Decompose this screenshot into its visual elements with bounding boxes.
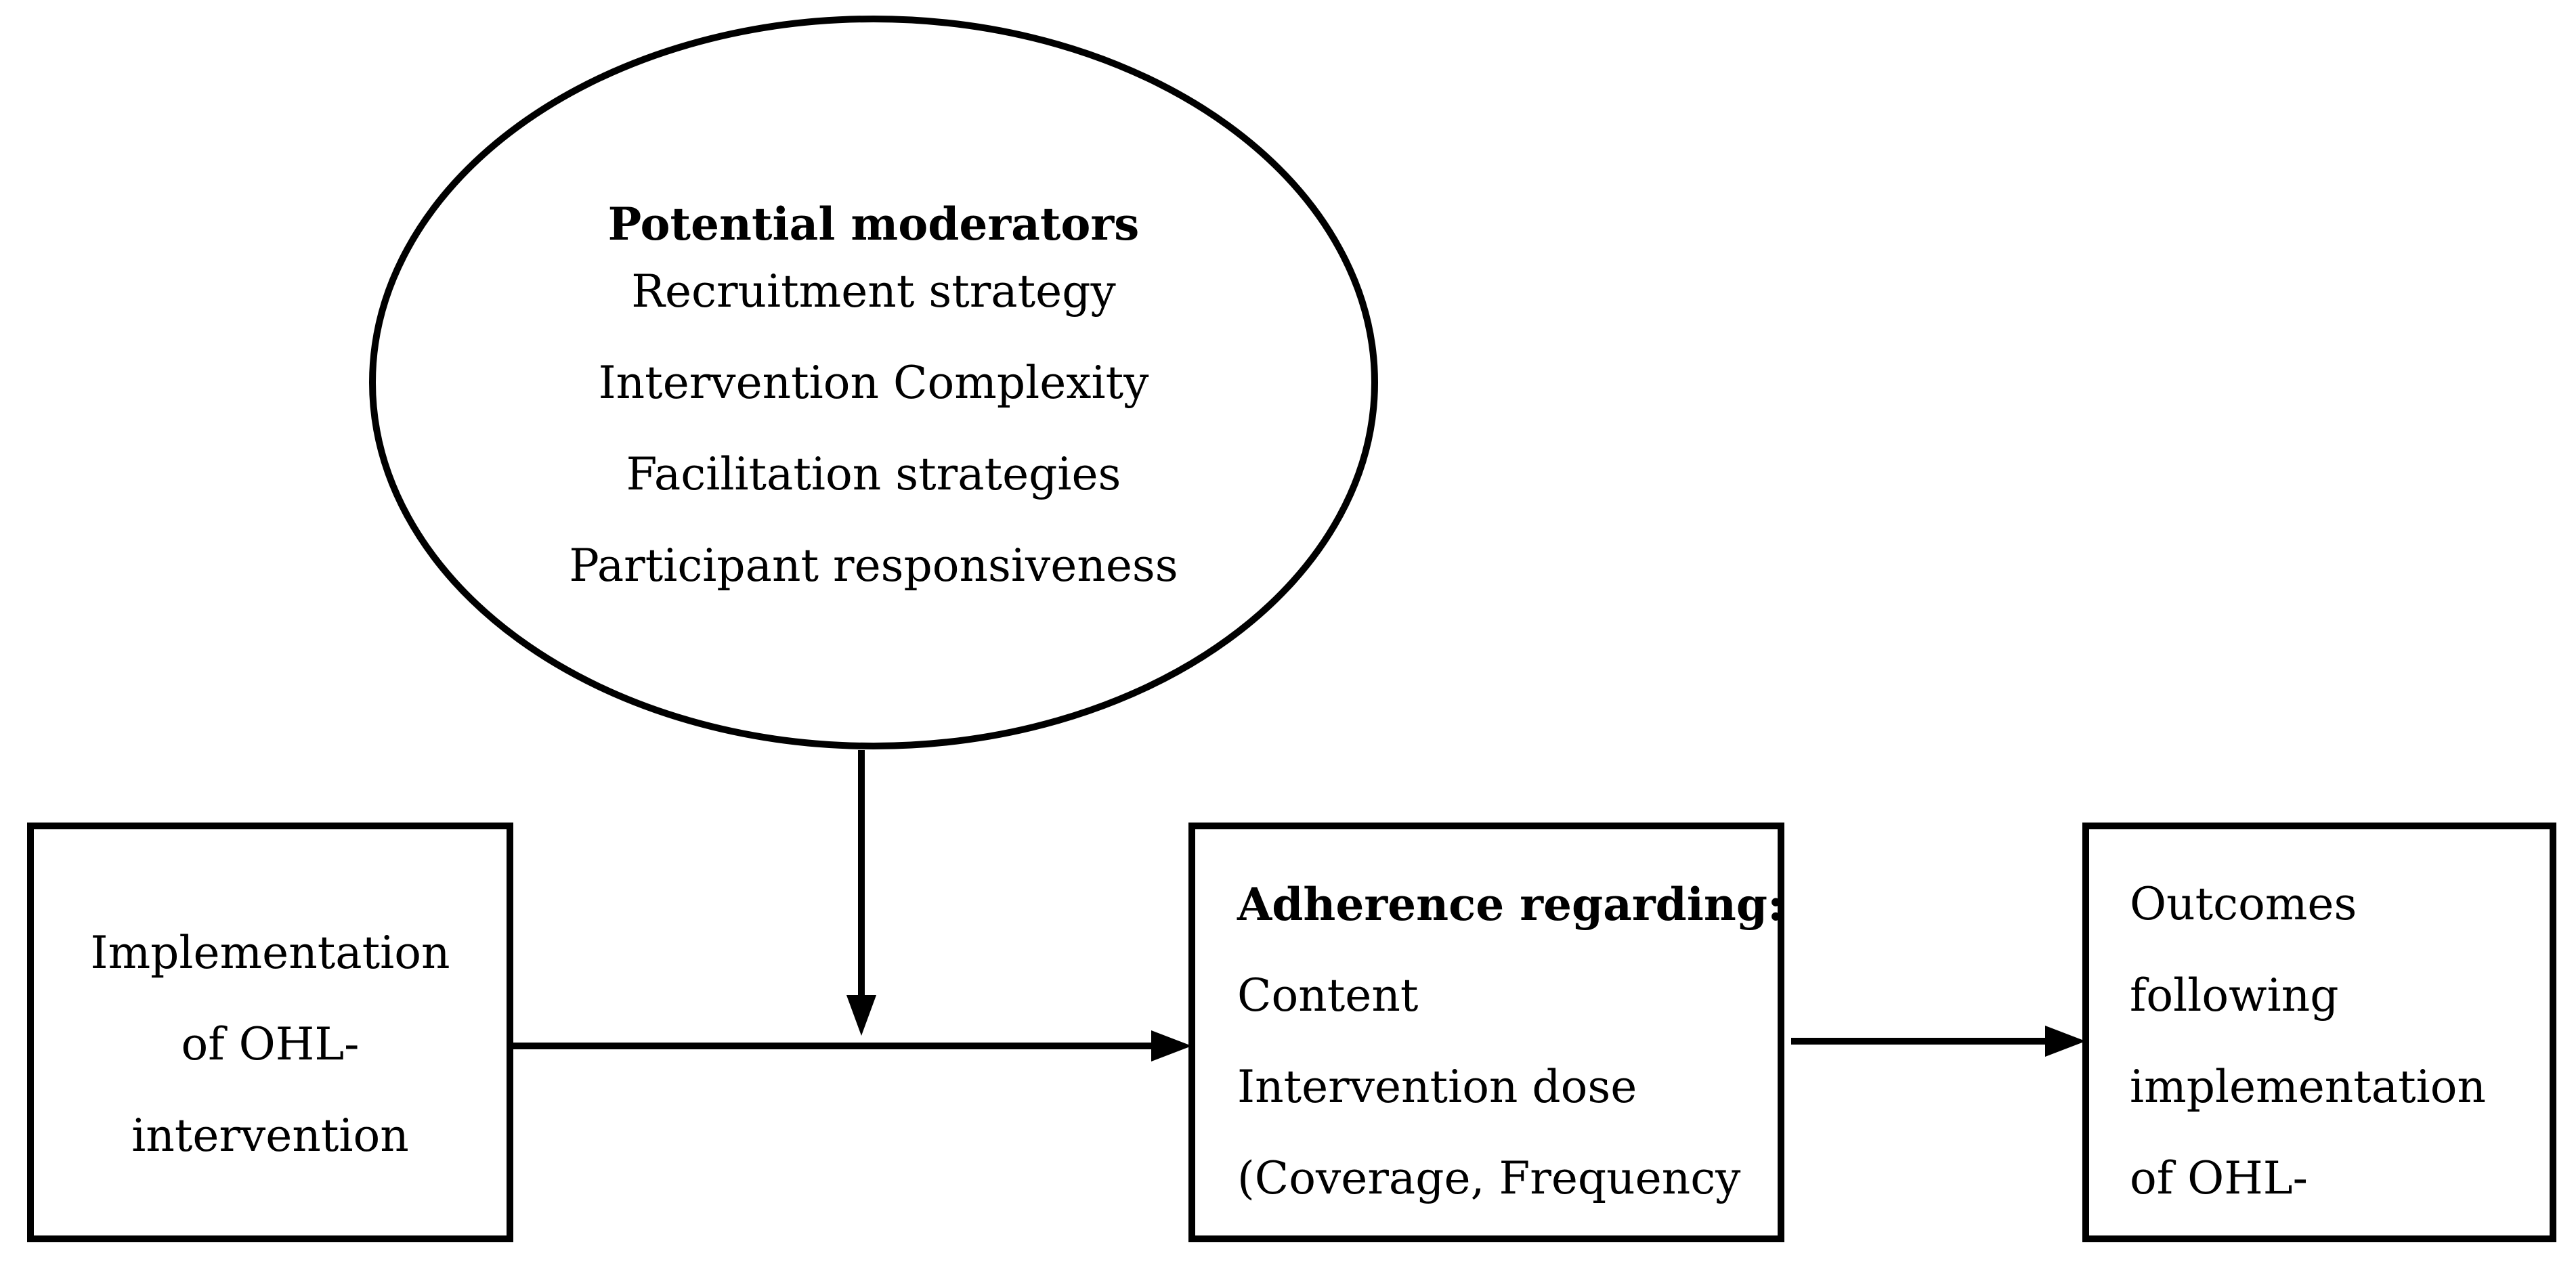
- adherence-line-dose: Intervention dose: [1237, 1061, 1637, 1113]
- adherence-line-content: Content: [1237, 969, 1419, 1022]
- implementation-to-adherence-head: [1151, 1030, 1192, 1061]
- adherence-line-coverage: (Coverage, Frequency: [1237, 1152, 1741, 1204]
- moderator-arrow-head: [846, 995, 876, 1036]
- implementation-line-3: intervention: [131, 1110, 409, 1162]
- adherence-box: Adherence regarding: Content Interventio…: [1188, 823, 1784, 1242]
- implementation-box: Implementation of OHL- intervention: [27, 823, 513, 1242]
- moderator-item-complexity: Intervention Complexity: [598, 357, 1149, 409]
- outcomes-line-2: following: [2130, 969, 2339, 1022]
- implementation-line-1: Implementation: [90, 927, 450, 979]
- adherence-title: Adherence regarding:: [1237, 878, 1784, 931]
- adherence-to-outcomes-head: [2045, 1026, 2086, 1057]
- outcomes-line-1: Outcomes: [2130, 878, 2357, 930]
- moderator-item-facilitation: Facilitation strategies: [626, 448, 1121, 500]
- outcomes-line-4: of OHL-: [2130, 1152, 2308, 1204]
- implementation-line-2: of OHL-: [181, 1018, 360, 1070]
- outcomes-box: Outcomes following implementation of OHL…: [2082, 823, 2556, 1242]
- moderators-ellipse: [369, 16, 1378, 749]
- moderator-item-recruitment: Recruitment strategy: [631, 265, 1116, 318]
- outcomes-line-3: implementation: [2130, 1061, 2487, 1113]
- moderator-item-responsiveness: Participant responsiveness: [569, 540, 1178, 592]
- moderators-title: Potential moderators: [607, 198, 1140, 250]
